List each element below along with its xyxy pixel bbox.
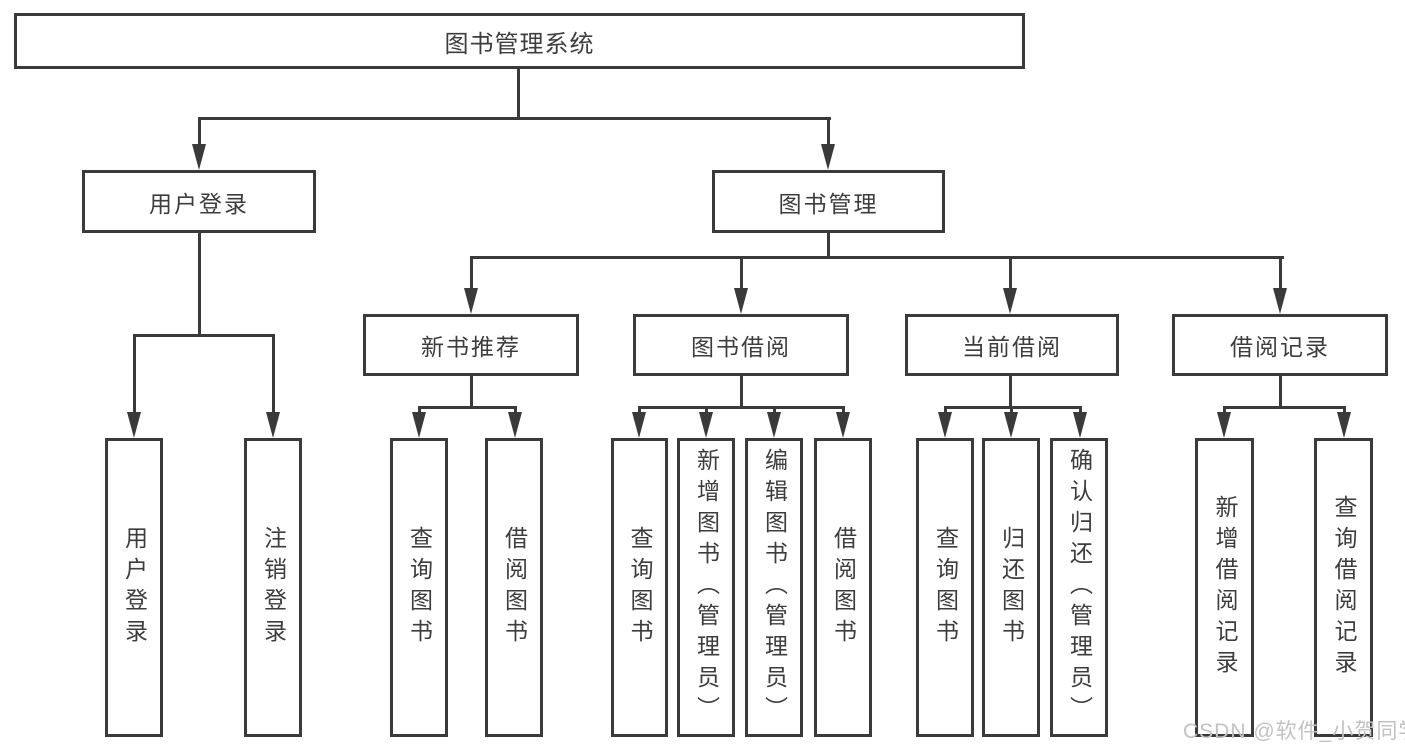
connector-line — [418, 406, 421, 413]
connector-line — [740, 376, 743, 409]
connector-line — [517, 69, 520, 120]
arrowhead-icon — [767, 412, 781, 438]
connector-line — [1009, 256, 1012, 289]
arrowhead-icon — [127, 412, 141, 438]
connector-line — [198, 117, 201, 145]
leaf-borrowing-edit-books-admin: 编辑图书（管理员） — [745, 438, 803, 737]
leaf-records-query-record: 查询借阅记录 — [1314, 438, 1373, 737]
leaf-label: 新增图书（管理员） — [693, 448, 720, 727]
arrowhead-icon — [266, 412, 280, 438]
leaf-current-confirm-return-admin: 确认归还（管理员） — [1050, 438, 1108, 737]
leaf-records-add-record: 新增借阅记录 — [1195, 438, 1254, 737]
connector-line — [133, 334, 136, 412]
leaf-label: 查询图书 — [627, 525, 653, 650]
node-label: 用户登录 — [149, 190, 249, 217]
node-library-system: 图书管理系统 — [14, 13, 1025, 69]
node-new-book-recommendation: 新书推荐 — [363, 314, 579, 376]
connector-line — [638, 406, 845, 409]
leaf-newbook-borrow-books: 借阅图书 — [485, 438, 543, 737]
connector-line — [705, 406, 708, 413]
connector-line — [514, 406, 517, 413]
leaf-label: 用户登录 — [121, 525, 148, 650]
arrowhead-icon — [1273, 288, 1287, 314]
leaf-label: 查询图书 — [406, 525, 433, 650]
node-user-login: 用户登录 — [82, 170, 316, 233]
leaf-label: 查询借阅记录 — [1331, 494, 1357, 681]
connector-line — [133, 334, 275, 337]
arrowhead-icon — [836, 412, 850, 438]
arrowhead-icon — [938, 412, 952, 438]
csdn-watermark: CSDN @软件_小贺同学 — [1183, 720, 1405, 743]
node-label: 图书管理系统 — [444, 30, 595, 58]
connector-line — [1223, 406, 1226, 414]
arrowhead-icon — [1073, 412, 1087, 438]
leaf-label: 注销登录 — [260, 525, 287, 650]
leaf-label: 确认归还（管理员） — [1066, 448, 1093, 727]
connector-line — [272, 334, 275, 412]
leaf-current-query-books: 查询图书 — [916, 438, 974, 737]
leaf-label: 查询图书 — [932, 525, 959, 650]
leaf-current-return-books: 归还图书 — [982, 438, 1040, 737]
leaf-user-login: 用户登录 — [105, 438, 163, 737]
connector-line — [198, 233, 201, 337]
arrowhead-icon — [632, 412, 646, 438]
connector-line — [1010, 406, 1013, 413]
connector-line — [827, 117, 830, 145]
connector-line — [1223, 406, 1346, 409]
connector-line — [773, 406, 776, 413]
arrowhead-icon — [699, 412, 713, 438]
connector-line — [1279, 256, 1282, 289]
leaf-label: 编辑图书（管理员） — [761, 448, 788, 727]
connector-line — [470, 256, 473, 289]
node-label: 图书管理 — [778, 190, 879, 217]
leaf-newbook-query-books: 查询图书 — [390, 438, 448, 737]
leaf-label: 借阅图书 — [501, 525, 528, 650]
connector-line — [1279, 376, 1282, 409]
connector-line — [1343, 406, 1346, 414]
leaf-borrowing-query-books: 查询图书 — [611, 438, 668, 737]
arrowhead-icon — [192, 144, 206, 170]
arrowhead-icon — [734, 288, 748, 314]
connector-line — [944, 406, 1082, 409]
connector-line — [1009, 376, 1012, 409]
connector-line — [418, 406, 517, 409]
leaf-label: 归还图书 — [998, 525, 1025, 650]
connector-line — [470, 256, 1284, 259]
node-label: 图书借阅 — [691, 334, 791, 360]
leaf-borrowing-add-books-admin: 新增图书（管理员） — [677, 438, 735, 737]
node-current-borrowing: 当前借阅 — [905, 314, 1119, 376]
connector-line — [638, 406, 641, 413]
node-label: 新书推荐 — [421, 334, 521, 360]
arrowhead-icon — [821, 144, 835, 170]
connector-line — [842, 406, 845, 413]
connector-line — [470, 376, 473, 409]
leaf-borrowing-borrow-books: 借阅图书 — [814, 438, 872, 737]
connector-line — [740, 256, 743, 289]
arrowhead-icon — [1003, 288, 1017, 314]
arrowhead-icon — [508, 412, 522, 438]
connector-line — [198, 117, 831, 120]
arrowhead-icon — [1337, 412, 1351, 438]
node-borrowing-records: 借阅记录 — [1172, 314, 1388, 376]
node-label: 借阅记录 — [1230, 334, 1330, 360]
node-book-borrowing: 图书借阅 — [633, 314, 849, 376]
connector-line — [827, 233, 830, 259]
node-book-management: 图书管理 — [712, 170, 945, 233]
arrowhead-icon — [464, 288, 478, 314]
arrowhead-icon — [1004, 412, 1018, 438]
arrowhead-icon — [1217, 412, 1231, 438]
leaf-label: 借阅图书 — [830, 525, 857, 650]
node-label: 当前借阅 — [962, 334, 1062, 360]
arrowhead-icon — [412, 412, 426, 438]
connector-line — [1079, 406, 1082, 413]
leaf-label: 新增借阅记录 — [1212, 494, 1238, 681]
leaf-logout: 注销登录 — [244, 438, 302, 737]
connector-line — [944, 406, 947, 413]
